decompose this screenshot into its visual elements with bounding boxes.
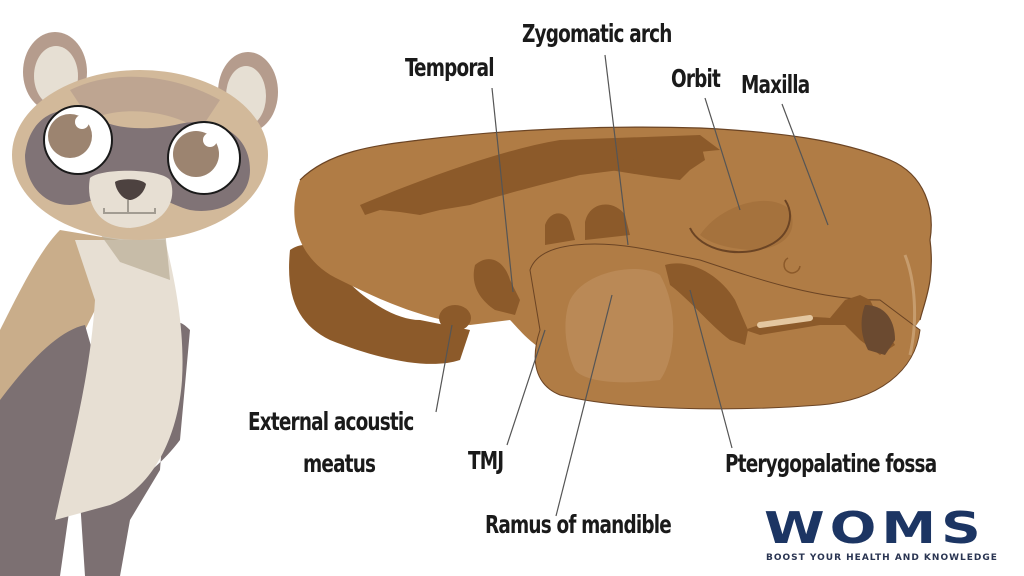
label-tmj: TMJ <box>468 446 504 475</box>
skull-illustration <box>289 126 932 410</box>
label-pterygopalatine-fossa: Pterygopalatine fossa <box>725 449 937 478</box>
leader-ramus-of-mandible <box>555 294 613 517</box>
leader-maxilla <box>781 103 829 226</box>
label-orbit: Orbit <box>671 64 721 93</box>
label-temporal: Temporal <box>405 53 495 82</box>
leader-external-acoustic-meatus <box>435 324 453 413</box>
logo-wordmark: WOMS <box>764 503 986 554</box>
label-ramus-of-mandible: Ramus of mandible <box>485 510 672 539</box>
label-external-acoustic-meatus-line1: External acoustic <box>248 407 414 436</box>
label-zygomatic-arch: Zygomatic arch <box>522 19 672 48</box>
label-maxilla: Maxilla <box>741 70 810 99</box>
ferret-illustration <box>0 32 278 576</box>
leader-temporal <box>491 87 514 293</box>
leader-lines <box>435 54 829 517</box>
leader-zygomatic-arch <box>604 54 629 246</box>
logo-tagline: BOOST YOUR HEALTH AND KNOWLEDGE <box>766 553 998 563</box>
leader-pterygopalatine-fossa <box>689 289 733 449</box>
leader-orbit <box>704 97 741 211</box>
woms-logo: WOMS BOOST YOUR HEALTH AND KNOWLEDGE <box>764 507 1014 569</box>
label-external-acoustic-meatus-line2: meatus <box>303 449 376 478</box>
leader-tmj <box>506 329 546 446</box>
